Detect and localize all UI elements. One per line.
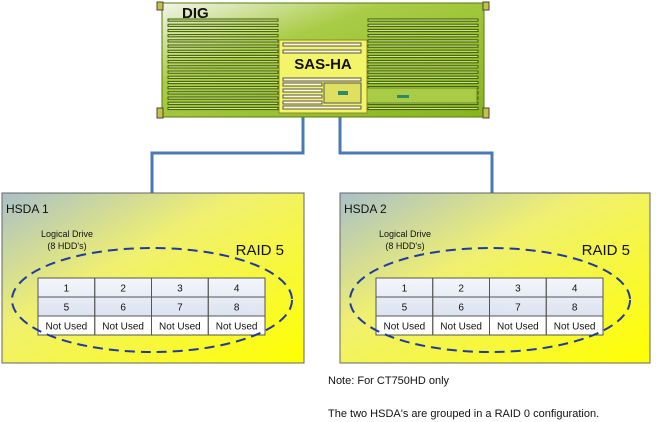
- drive-cell-label: Not Used: [159, 322, 201, 333]
- drive-cell-label: Not Used: [46, 322, 88, 333]
- drive-cell-label: Not Used: [102, 322, 144, 333]
- drive-cell-label: 8: [234, 303, 240, 314]
- drive-cell-label: 8: [572, 303, 578, 314]
- note-line-1: Note: For CT750HD only: [328, 375, 450, 387]
- connection-lines: [150, 113, 494, 193]
- drive-cell: [207, 315, 266, 336]
- drive-cell-label: Not Used: [440, 322, 482, 333]
- hsda-2-box: HSDA 2 Logical Drive (8 HDD's) RAID 5 1 2 3 4 5 6…: [339, 192, 651, 364]
- drive-cell-label: 2: [458, 284, 464, 295]
- drive-cell-label: Not Used: [384, 322, 426, 333]
- sas-port-icon: [338, 91, 348, 95]
- dig-chassis: DIG: [156, 1, 490, 119]
- logical-drive-label: Logical Drive: [379, 229, 431, 239]
- drive-cell-label: 3: [177, 284, 183, 295]
- note-line-2: The two HSDA's are grouped in a RAID 0 c…: [328, 408, 599, 420]
- drive-cell: [545, 315, 604, 336]
- drive-cell-label: 6: [458, 303, 464, 314]
- drive-cell-label: Not Used: [216, 322, 258, 333]
- drive-cell-label: 5: [402, 303, 408, 314]
- drive-cell-label: 7: [177, 303, 183, 314]
- drive-cell-label: 7: [515, 303, 521, 314]
- dig-label: DIG: [182, 5, 209, 22]
- raid-level-label: RAID 5: [236, 242, 284, 259]
- hdd-count-label: (8 HDD's): [385, 241, 424, 251]
- drive-cell-label: 4: [572, 284, 578, 295]
- drive-cell-label: 6: [120, 303, 126, 314]
- hsda-1-box: HSDA 1 Logical Drive (8 HDD's) RAID 5 1 2 3 4 5 6…: [1, 192, 305, 364]
- drive-cell-label: 5: [64, 303, 70, 314]
- logical-drive-label: Logical Drive: [41, 229, 93, 239]
- drive-cell-label: 1: [402, 284, 408, 295]
- sas-ha-card: SAS-HA: [278, 39, 368, 114]
- raid-level-label: RAID 5: [582, 242, 630, 259]
- hdd-count-label: (8 HDD's): [47, 241, 86, 251]
- logical-drive-ellipse: [11, 247, 293, 353]
- drive-cell-label: 4: [234, 284, 240, 295]
- drive-cell-label: 2: [120, 284, 126, 295]
- drive-cell-label: Not Used: [497, 322, 539, 333]
- sas-ha-label: SAS-HA: [294, 56, 352, 73]
- drive-cell-label: Not Used: [554, 322, 596, 333]
- hsda-label: HSDA 2: [344, 202, 387, 216]
- hsda-label: HSDA 1: [6, 202, 49, 216]
- logical-drive-ellipse: [349, 247, 631, 353]
- drive-cell-label: 1: [64, 284, 70, 295]
- drive-cell-label: 3: [515, 284, 521, 295]
